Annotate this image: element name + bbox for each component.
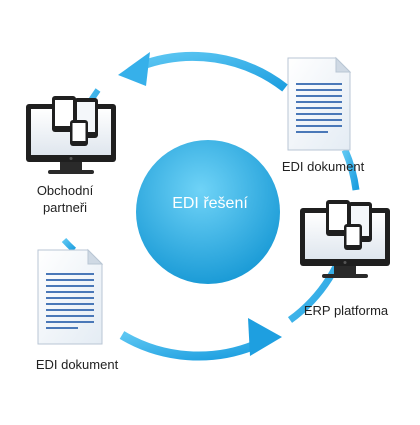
ring-arc-top [138, 51, 288, 92]
ring-arc-bottom [119, 331, 257, 361]
document-icon [37, 248, 104, 345]
devices-monitor-icon [300, 200, 390, 278]
ring-arc-right-upper [341, 148, 360, 191]
partners-label: Obchodní partneři [20, 182, 110, 216]
doc-bottom-label: EDI dokument [35, 357, 119, 372]
document-icon [287, 56, 352, 151]
center-circle [136, 140, 280, 284]
erp-label: ERP platforma [303, 303, 389, 318]
cycle-ring [61, 51, 360, 361]
partners-label-line1: Obchodní [36, 183, 94, 198]
doc-top-label: EDI dokument [281, 159, 365, 174]
arrow-top-icon [118, 52, 150, 86]
devices-monitor-icon [26, 96, 116, 174]
ring-arc-left-lower [61, 237, 77, 253]
arrow-bottom-icon [248, 318, 282, 356]
center-label: EDI řešení [172, 195, 248, 212]
partners-label-line2: partneři [42, 200, 88, 215]
